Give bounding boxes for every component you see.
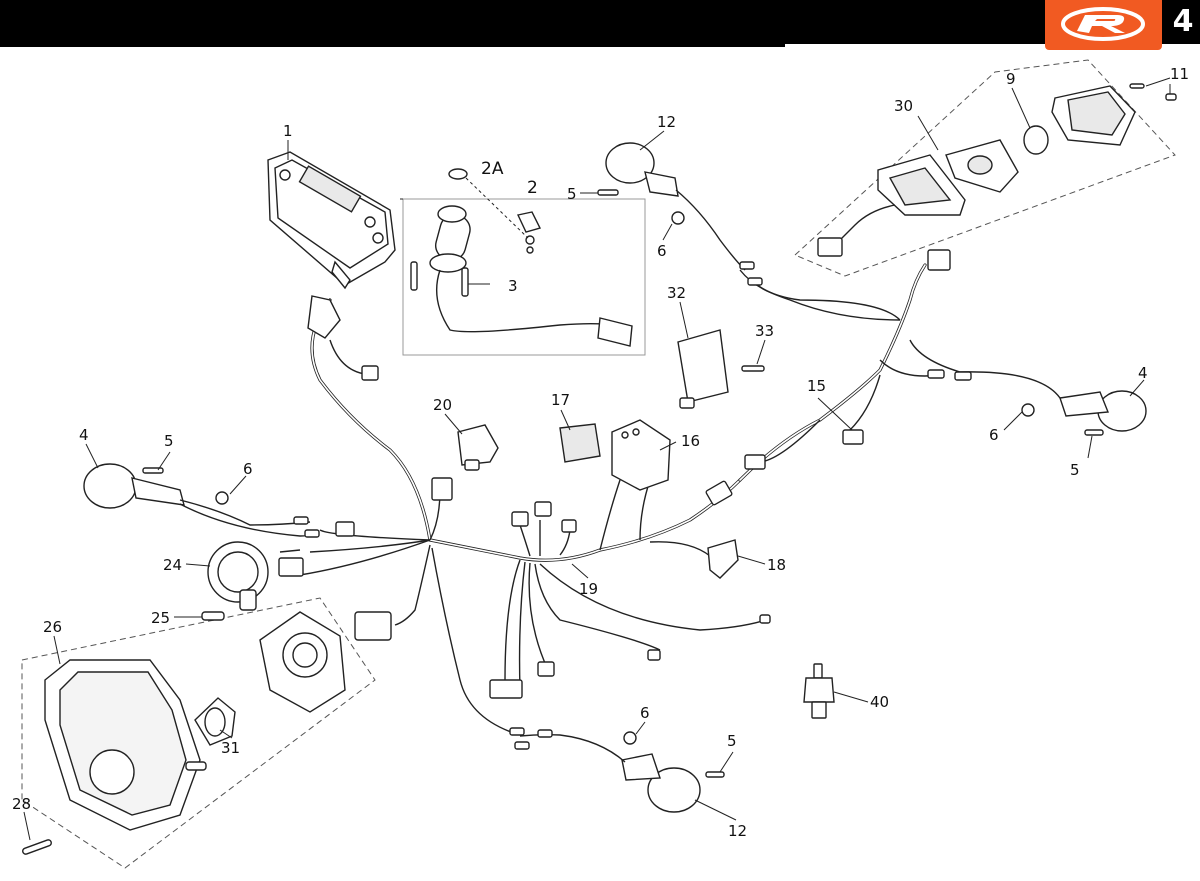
header-underline xyxy=(0,44,785,47)
nut-6-d xyxy=(623,731,637,745)
callout-17: 17 xyxy=(551,391,570,409)
tail-light-assembly xyxy=(817,83,1177,257)
callout-19: 19 xyxy=(579,580,598,598)
cdi-unit xyxy=(677,329,729,409)
callout-2: 2 xyxy=(527,178,538,198)
callout-26: 26 xyxy=(43,618,62,636)
spark-plug-cap xyxy=(707,539,739,579)
screw-5-c xyxy=(1084,429,1104,436)
nut-6-b xyxy=(671,211,685,225)
callout-18: 18 xyxy=(767,556,786,574)
callout-6-top: 6 xyxy=(657,242,667,260)
screw-5-b xyxy=(597,189,619,196)
screw-25 xyxy=(201,611,225,621)
regulator-module xyxy=(611,419,671,491)
callout-30: 30 xyxy=(894,97,913,115)
callout-6-bottom: 6 xyxy=(640,704,650,722)
callout-32: 32 xyxy=(667,284,686,302)
callout-6-right: 6 xyxy=(989,426,999,444)
callout-3: 3 xyxy=(508,277,518,295)
callout-15: 15 xyxy=(807,377,826,395)
connector-left-block xyxy=(278,365,771,699)
callout-5-bottom: 5 xyxy=(727,732,737,750)
relay-module xyxy=(457,424,499,471)
screw-5-a xyxy=(142,467,164,474)
ignition-switch xyxy=(429,168,633,347)
page-number: 4 xyxy=(1172,4,1194,39)
callout-40: 40 xyxy=(870,693,889,711)
leader-lines xyxy=(23,77,1171,841)
instrument-cluster xyxy=(267,151,396,339)
screw-33 xyxy=(741,365,765,372)
header-bar xyxy=(0,0,1200,44)
callout-1: 1 xyxy=(283,122,293,140)
front-left-indicator xyxy=(83,463,320,538)
callout-31: 31 xyxy=(221,739,240,757)
callout-11: 11 xyxy=(1170,65,1189,83)
harness-connectors-right xyxy=(705,249,951,506)
brand-logo-icon xyxy=(1061,7,1145,41)
horn xyxy=(207,541,269,611)
ignition-switch-box xyxy=(402,198,646,356)
callout-5-top: 5 xyxy=(567,185,577,203)
callout-4-left: 4 xyxy=(79,426,89,444)
ignition-bolts xyxy=(410,261,469,297)
callout-5-left: 5 xyxy=(164,432,174,450)
nut-6-a xyxy=(215,491,229,505)
callout-25: 25 xyxy=(151,609,170,627)
callout-24: 24 xyxy=(163,556,182,574)
front-right-indicator xyxy=(927,369,1147,432)
headlight-assembly xyxy=(44,611,346,831)
callout-6-left: 6 xyxy=(243,460,253,478)
callout-2a: 2A xyxy=(481,159,504,179)
callout-labels: 1 2 2A 3 4 4 5 5 5 5 6 6 6 6 9 11 12 12 … xyxy=(12,65,1189,840)
screw-28 xyxy=(22,839,52,855)
tail-light-group-outline xyxy=(794,59,1176,277)
callout-28: 28 xyxy=(12,795,31,813)
rear-indicator-top xyxy=(605,142,763,286)
screw-5-d xyxy=(705,771,725,778)
callout-4-right: 4 xyxy=(1138,364,1148,382)
callout-5-right: 5 xyxy=(1070,461,1080,479)
main-wiring-harness xyxy=(279,263,1061,736)
brand-logo xyxy=(1045,0,1162,50)
fuse-module xyxy=(559,423,601,463)
callout-16: 16 xyxy=(681,432,700,450)
callout-12-top: 12 xyxy=(657,113,676,131)
nut-6-c xyxy=(1021,403,1035,417)
headlight-group-outline xyxy=(21,597,376,869)
callout-33: 33 xyxy=(755,322,774,340)
callout-20: 20 xyxy=(433,396,452,414)
callout-9: 9 xyxy=(1006,70,1016,88)
rear-indicator-bottom xyxy=(509,727,701,813)
callout-12-bottom: 12 xyxy=(728,822,747,840)
oil-pressure-switch xyxy=(803,663,835,719)
